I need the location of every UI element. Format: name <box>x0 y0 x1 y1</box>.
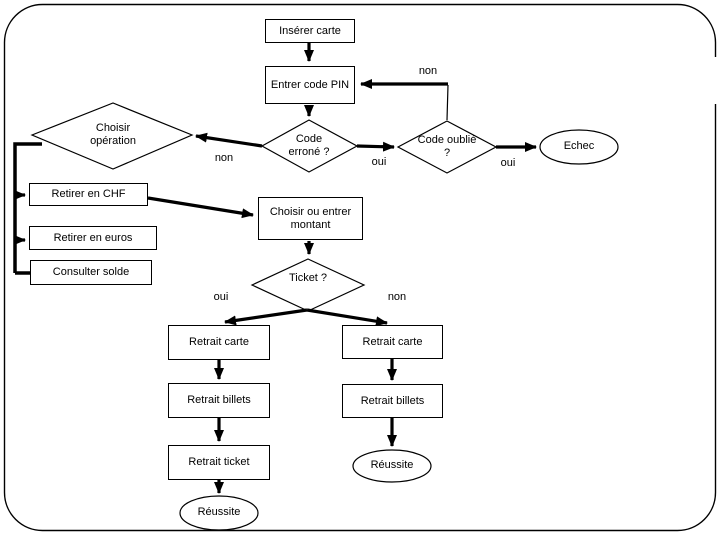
node-retirer-euros: Retirer en euros <box>29 226 157 250</box>
page-border-gap <box>708 57 720 104</box>
label-reussite-droite: Réussite <box>370 459 414 471</box>
label-code-oublie: Code oublié ? <box>417 134 477 159</box>
node-retrait-ticket: Retrait ticket <box>168 445 270 480</box>
label-reussite-gauche: Réussite <box>197 506 241 518</box>
label-choisir-operation: Choisir opération <box>90 122 136 147</box>
node-retrait-carte-droite: Retrait carte <box>342 325 443 359</box>
edge-errone-oui-to-oublie <box>356 141 395 152</box>
diamond-choisir-operation <box>30 102 194 170</box>
edge-label-ticket-non: non <box>387 291 407 303</box>
ellipse-reussite-gauche <box>179 495 259 531</box>
label-echec: Echec <box>563 140 595 152</box>
edge-errone-non-to-operation <box>195 132 263 148</box>
edge-ticket-oui-to-carte <box>224 308 308 326</box>
edge-label-pin-non: non <box>418 65 438 77</box>
edge-label-errone-oui: oui <box>371 156 387 168</box>
node-retirer-chf: Retirer en CHF <box>29 183 148 206</box>
node-retrait-billets-gauche: Retrait billets <box>168 383 270 418</box>
edge-ticket-non-to-carte <box>306 308 388 327</box>
diamond-ticket <box>250 258 366 312</box>
node-retrait-carte-gauche: Retrait carte <box>168 325 270 360</box>
node-entrer-code-pin: Entrer code PIN <box>265 66 355 104</box>
node-retrait-billets-droite: Retrait billets <box>342 384 443 418</box>
edge-label-errone-non: non <box>214 152 234 164</box>
label-code-errone: Code erroné ? <box>288 133 330 158</box>
node-inserer-carte: Insérer carte <box>265 19 355 43</box>
ellipse-reussite-droite <box>352 449 432 483</box>
edge-label-ticket-oui: oui <box>213 291 229 303</box>
label-ticket: Ticket ? <box>288 272 328 284</box>
page-border <box>3 3 717 532</box>
node-choisir-montant: Choisir ou entrer montant <box>258 197 363 240</box>
edge-operation-branch-trunk <box>13 142 42 273</box>
ellipse-echec <box>539 129 619 165</box>
edge-chf-to-montant <box>147 196 254 219</box>
node-consulter-solde: Consulter solde <box>30 260 152 285</box>
edge-oublie-non-vertical <box>446 84 449 121</box>
edge-label-oublie-oui: oui <box>500 157 516 169</box>
